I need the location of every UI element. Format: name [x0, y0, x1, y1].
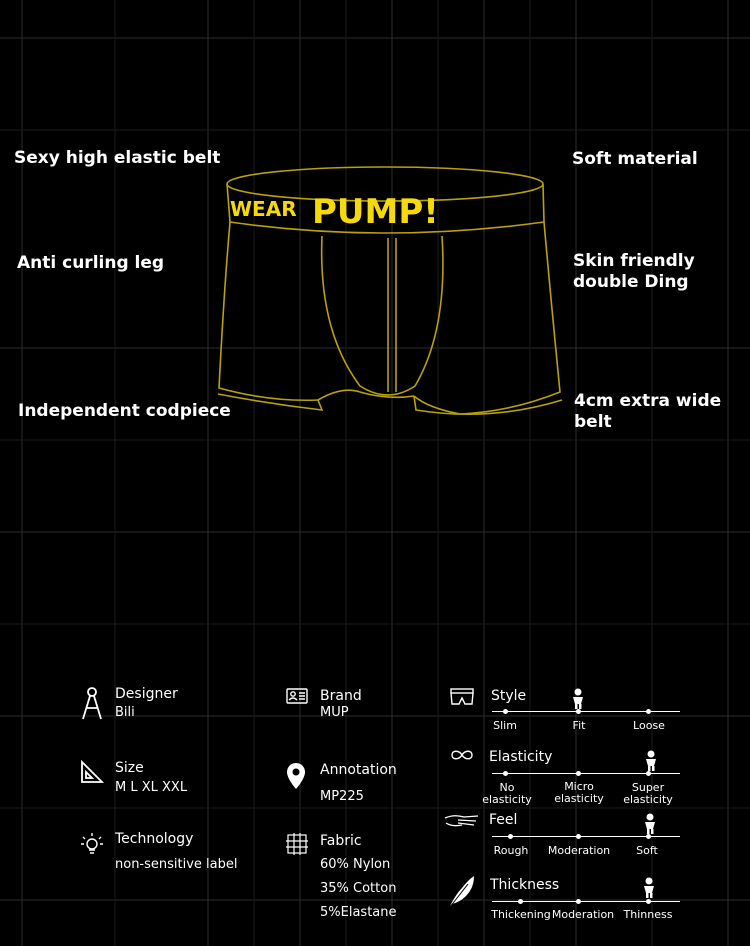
elasticity-title: Elasticity: [489, 749, 553, 765]
elasticity-scale-line: [492, 773, 680, 774]
brand-label: Brand: [320, 688, 362, 704]
thickness-tick-moderation: Moderation: [551, 908, 615, 921]
annotation-label: Annotation: [320, 762, 397, 778]
technology-value: non-sensitive label: [115, 857, 238, 872]
feel-dot-1: [508, 834, 513, 839]
hand-icon: [444, 815, 479, 827]
infinity-icon: [451, 750, 473, 760]
technology-label: Technology: [115, 831, 194, 847]
feel-tick-rough: Rough: [493, 844, 529, 857]
feel-title: Feel: [489, 812, 518, 828]
elasticity-person-marker-icon: [646, 750, 656, 771]
feature-codpiece: Independent codpiece: [18, 401, 231, 421]
elasticity-dot-2: [576, 771, 581, 776]
size-label: Size: [115, 760, 144, 776]
elasticity-dot-3: [646, 771, 651, 776]
thickness-person-marker-icon: [644, 877, 654, 898]
feel-tick-soft: Soft: [636, 844, 658, 857]
size-value: M L XL XXL: [115, 780, 188, 795]
feel-dot-3: [646, 834, 651, 839]
fabric-line-2: 35% Cotton: [320, 881, 397, 896]
thickness-dot-3: [646, 899, 651, 904]
feature-skin: Skin friendly double Ding: [573, 251, 695, 292]
id-card-icon: [286, 688, 308, 704]
thickness-tick-thinness: Thinness: [623, 908, 673, 921]
style-tick-loose: Loose: [633, 719, 665, 732]
thickness-scale-line: [492, 901, 680, 902]
feature-soft: Soft material: [572, 149, 698, 169]
elasticity-dot-1: [503, 771, 508, 776]
elasticity-tick-no: No elasticity: [482, 781, 532, 806]
feather-icon: [449, 876, 474, 908]
fabric-line-3: 5%Elastane: [320, 905, 397, 920]
designer-value: Bili: [115, 705, 135, 720]
style-person-marker-icon: [573, 688, 583, 709]
location-pin-icon: [287, 763, 305, 789]
thickness-title: Thickness: [490, 877, 560, 893]
feature-curl: Anti curling leg: [17, 253, 165, 273]
thickness-dot-1: [518, 899, 523, 904]
feel-tick-moderation: Moderation: [547, 844, 611, 857]
style-tick-fit: Fit: [572, 719, 586, 732]
style-scale-line: [492, 711, 680, 712]
elasticity-tick-micro: Micro elasticity: [554, 780, 604, 805]
thickness-tick-thickening: Thickening: [491, 908, 551, 921]
fabric-line-1: 60% Nylon: [320, 857, 391, 872]
style-dot-2: [576, 709, 581, 714]
set-square-icon: [81, 760, 104, 783]
fabric-label: Fabric: [320, 833, 362, 849]
feel-scale-line: [492, 836, 680, 837]
style-dot-1: [503, 709, 508, 714]
brand-value: MUP: [320, 705, 349, 720]
compass-icon: [82, 687, 102, 720]
elasticity-tick-super: Super elasticity: [623, 781, 673, 806]
lightbulb-icon: [81, 833, 103, 854]
feature-belt: Sexy high elastic belt: [14, 148, 221, 168]
underwear-icon: [450, 688, 474, 705]
style-dot-3: [646, 709, 651, 714]
designer-label: Designer: [115, 686, 178, 702]
feel-dot-2: [576, 834, 581, 839]
thickness-dot-2: [576, 899, 581, 904]
style-tick-slim: Slim: [493, 719, 517, 732]
boxer-brief-illustration: WEAR PUMP!: [217, 166, 563, 416]
waistband-logo: PUMP!: [312, 192, 439, 232]
feature-wide: 4cm extra wide belt: [574, 391, 722, 432]
style-title: Style: [491, 688, 527, 704]
waistband-wear-text: WEAR: [230, 197, 297, 221]
feel-person-marker-icon: [645, 813, 655, 834]
annotation-value: MP225: [320, 789, 364, 804]
fabric-grid-icon: [286, 833, 308, 855]
